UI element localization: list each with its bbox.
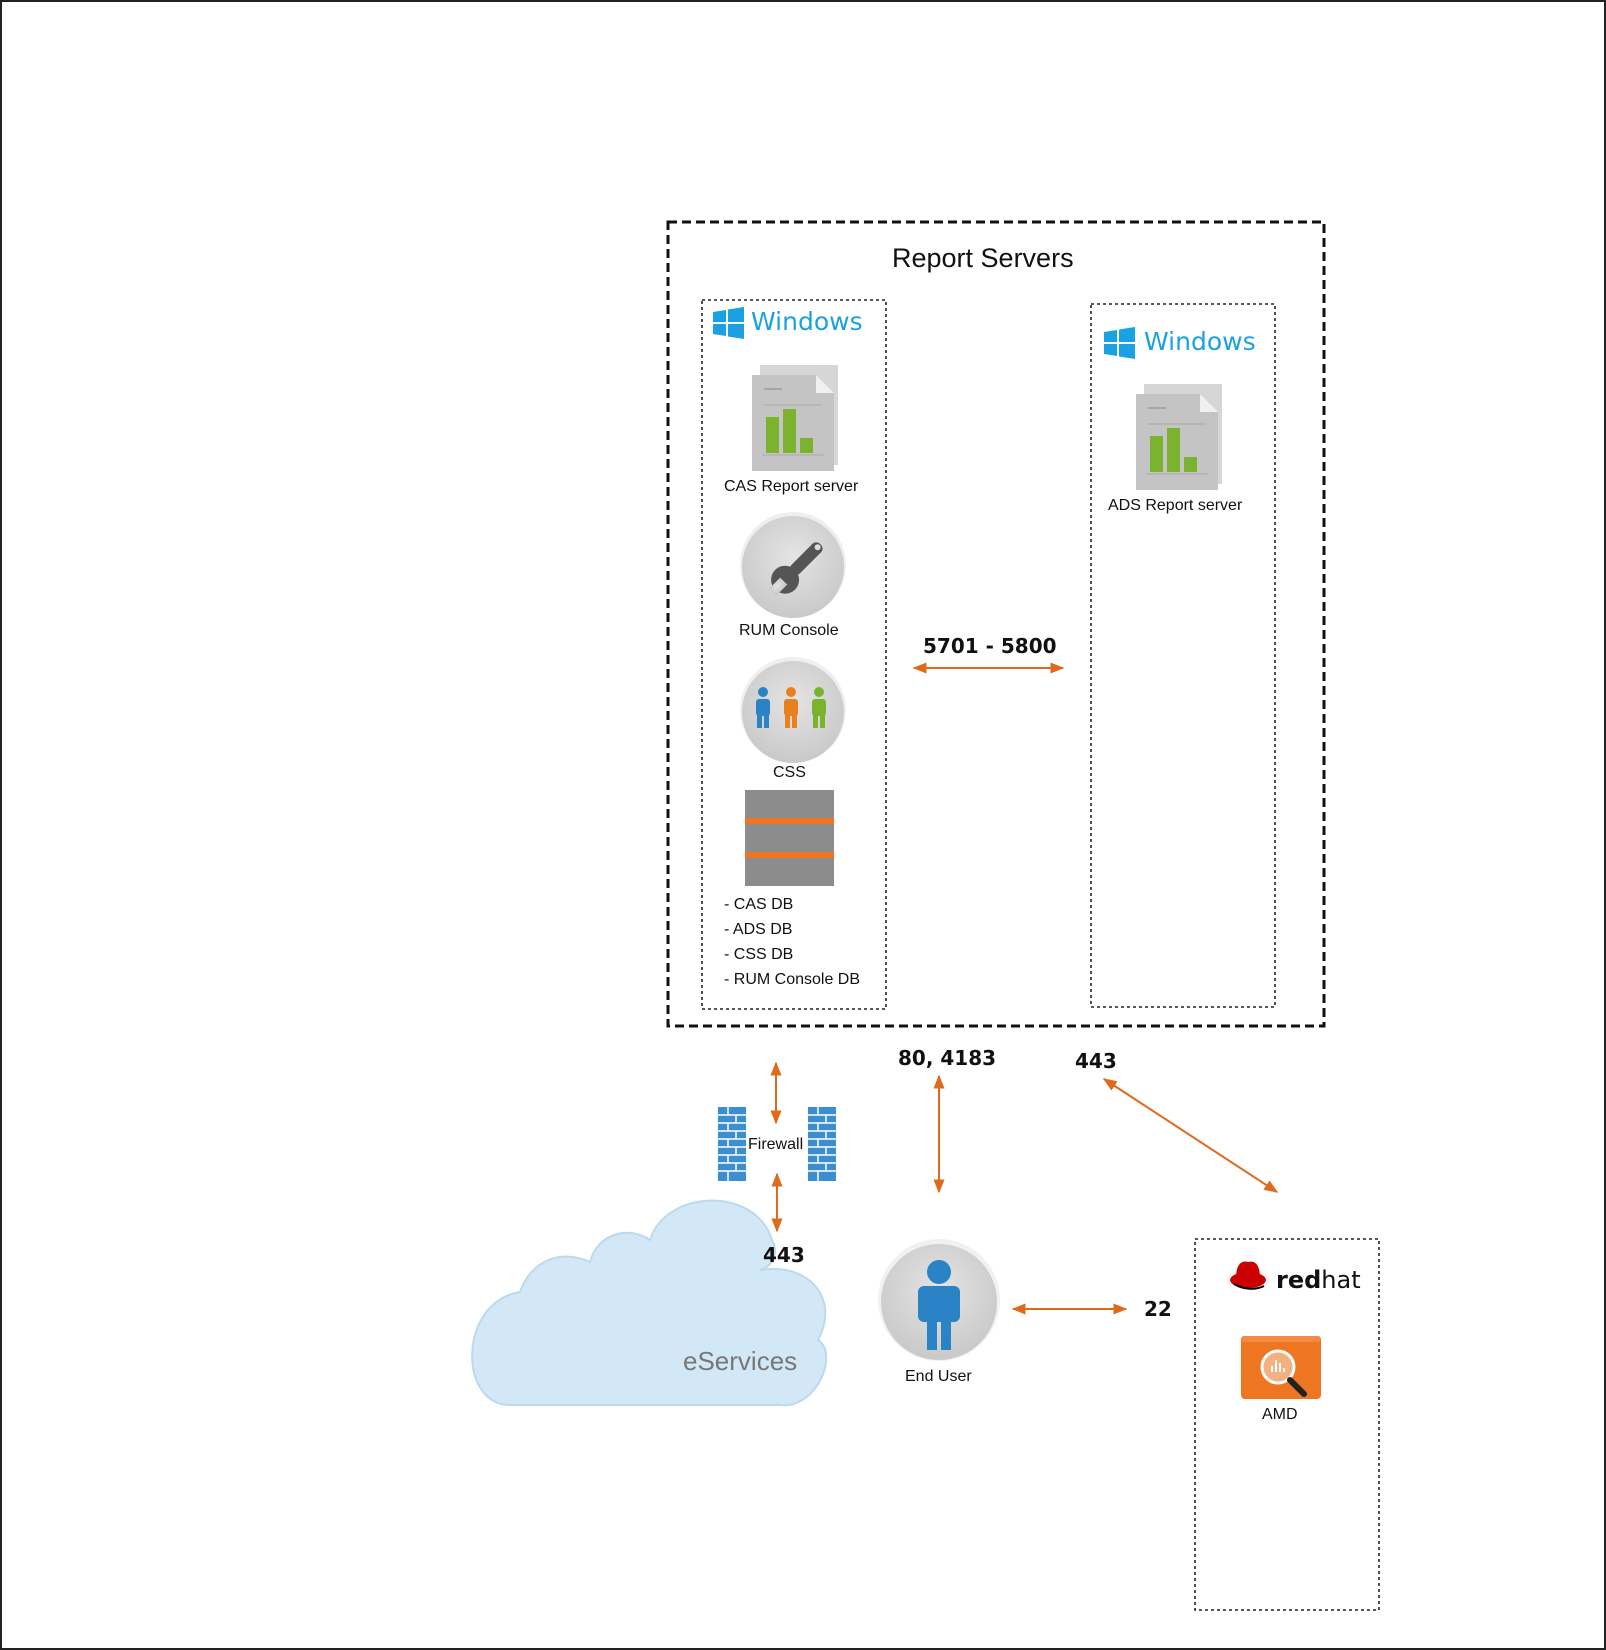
database-list-item: - CAS DB — [724, 896, 794, 913]
firewall-icon — [718, 1107, 746, 1181]
wrench-icon — [740, 512, 846, 618]
redhat-wordmark: redhat — [1276, 1266, 1361, 1294]
amd-label: AMD — [1262, 1406, 1298, 1423]
connection-arrows — [770, 662, 1279, 1315]
firewall-label: Firewall — [748, 1136, 804, 1153]
cloud-label: eServices — [683, 1346, 798, 1376]
report-document-icon — [752, 365, 838, 471]
database-list-item: - ADS DB — [724, 921, 793, 938]
left-server-box — [701, 299, 887, 1010]
database-list-item: - RUM Console DB — [724, 971, 861, 988]
cluster-port-label: 5701 - 5800 — [923, 634, 1057, 658]
redhat-wordmark-light: hat — [1321, 1266, 1361, 1294]
firewall-icon — [808, 1107, 836, 1181]
report-document-icon — [1136, 384, 1222, 490]
redhat-server-box — [1194, 1238, 1380, 1611]
cas-report-server-label: CAS Report server — [724, 478, 859, 495]
eservices-https-port-label: 443 — [763, 1243, 805, 1267]
windows-os-label: Windows — [751, 307, 863, 336]
amd-icon — [1241, 1336, 1321, 1399]
windows-logo-icon — [713, 307, 744, 339]
user-icon — [878, 1239, 1000, 1361]
end-user-label: End User — [905, 1368, 972, 1385]
right-server-box — [1090, 303, 1276, 1008]
rum-console-label: RUM Console — [739, 622, 839, 639]
users-group-icon — [740, 657, 846, 763]
end-user-port-label: 80, 4183 — [898, 1046, 997, 1070]
ssh-port-label: 22 — [1144, 1297, 1172, 1321]
ads-report-server-label: ADS Report server — [1108, 497, 1243, 514]
report-servers-title: Report Servers — [892, 243, 1074, 273]
database-icon — [745, 790, 834, 886]
amd-https-port-label: 443 — [1075, 1049, 1117, 1073]
windows-logo-icon — [1104, 327, 1135, 359]
redhat-logo-icon — [1230, 1261, 1266, 1290]
css-label: CSS — [773, 764, 806, 781]
cloud-icon — [471, 1199, 828, 1407]
amd-https-arrow — [1102, 1078, 1279, 1193]
windows-os-label: Windows — [1144, 327, 1256, 356]
redhat-wordmark-bold: red — [1276, 1266, 1322, 1294]
report-servers-box — [666, 220, 1326, 1028]
database-list-item: - CSS DB — [724, 946, 794, 963]
